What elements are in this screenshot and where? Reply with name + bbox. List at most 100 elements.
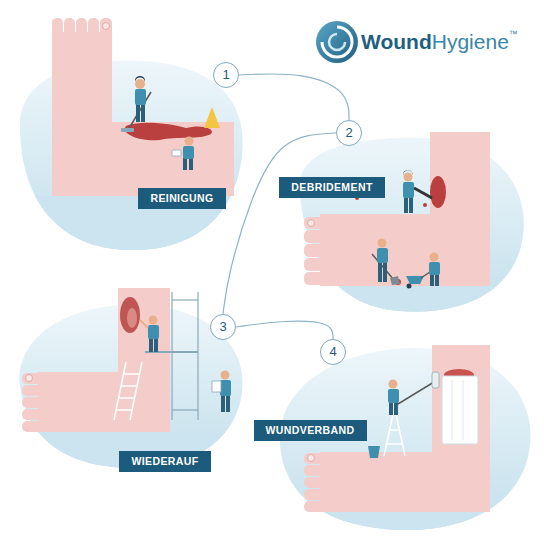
hair (403, 170, 413, 176)
ladder-rung (123, 373, 139, 375)
worker-painting (388, 372, 439, 415)
step-number: 4 (329, 345, 336, 359)
torso (183, 146, 194, 159)
toe (22, 409, 42, 420)
leg (394, 402, 398, 415)
wound-puddle (125, 123, 212, 141)
toe (22, 373, 42, 384)
paint-bucket (368, 446, 380, 458)
leg (149, 338, 153, 352)
arm (140, 320, 148, 328)
ladder-rung (389, 429, 400, 431)
toe (304, 230, 324, 243)
worker-shovel (372, 239, 400, 286)
toe (304, 465, 324, 476)
dressing-scene (0, 345, 544, 542)
step-label: WIEDERAUF (131, 455, 198, 467)
leg (183, 158, 187, 170)
toe (304, 489, 324, 500)
leg (226, 395, 230, 412)
leg (383, 262, 387, 282)
new-tissue (127, 308, 137, 328)
worker-plan (212, 371, 231, 413)
logo-disc (316, 21, 358, 63)
ladder-rung (387, 443, 402, 445)
head (430, 253, 439, 262)
leg (141, 104, 145, 122)
step-number: 2 (345, 126, 352, 140)
ladder-rung (121, 385, 137, 387)
rebuild-scene (0, 288, 544, 472)
head (389, 380, 398, 389)
toenail (308, 455, 315, 462)
toe (22, 385, 42, 396)
torso (220, 380, 231, 396)
step-number-circle: 1 (213, 62, 239, 88)
connector-line (236, 321, 333, 339)
plan-paper (212, 381, 221, 392)
jackhammer (414, 188, 432, 198)
worker-hammering (403, 170, 432, 213)
floor (0, 512, 544, 542)
leg (409, 197, 413, 213)
worker-wheelbarrow (406, 253, 440, 289)
toe (304, 272, 324, 285)
step-label-box: WUNDVERBAND (254, 420, 367, 441)
leg (435, 274, 439, 286)
logo-text: ™ (509, 30, 518, 39)
toe (100, 18, 112, 36)
logo-text: Wound (361, 31, 432, 52)
leg (136, 104, 140, 122)
torso (377, 248, 388, 263)
toenail (26, 375, 33, 382)
leg (389, 402, 393, 415)
toe (304, 244, 324, 257)
worker-kneeling (172, 137, 194, 171)
ladder (114, 362, 142, 420)
foot (320, 132, 490, 286)
bandage (442, 376, 478, 444)
mop-head (121, 128, 134, 132)
logo-icon (316, 21, 358, 63)
leg (430, 274, 434, 286)
toe (304, 258, 324, 271)
scaffold (145, 292, 198, 420)
step-label: WUNDVERBAND (266, 424, 355, 436)
shovel-blade (390, 276, 400, 285)
step-number: 1 (222, 68, 229, 82)
torso (403, 182, 414, 198)
toenail (103, 23, 110, 30)
toe (304, 453, 324, 464)
connector-line (239, 74, 349, 120)
toe (64, 18, 75, 36)
connector-line (223, 133, 336, 314)
leg (404, 197, 408, 213)
step-label: REINIGUNG (150, 192, 213, 204)
head (149, 316, 158, 325)
toe (76, 18, 87, 36)
debris (423, 203, 427, 207)
foot (38, 288, 170, 432)
leg (189, 158, 193, 170)
worker-plastering (140, 316, 159, 353)
step-number: 3 (219, 320, 226, 334)
torso (135, 89, 146, 105)
stepladder (384, 414, 405, 456)
scaffold-bar (172, 299, 198, 300)
torso (148, 325, 159, 339)
worker-mopping (121, 76, 151, 132)
step-number-circle: 4 (320, 339, 346, 365)
debridement-scene (0, 132, 544, 326)
logo-text: Hygiene (432, 31, 509, 52)
ladder-rail (114, 362, 126, 420)
toe (22, 397, 42, 408)
head (404, 173, 413, 182)
toe (304, 217, 324, 229)
head (135, 79, 145, 89)
step-number-circle: 3 (210, 314, 236, 340)
roller (432, 372, 439, 388)
head (221, 371, 230, 380)
